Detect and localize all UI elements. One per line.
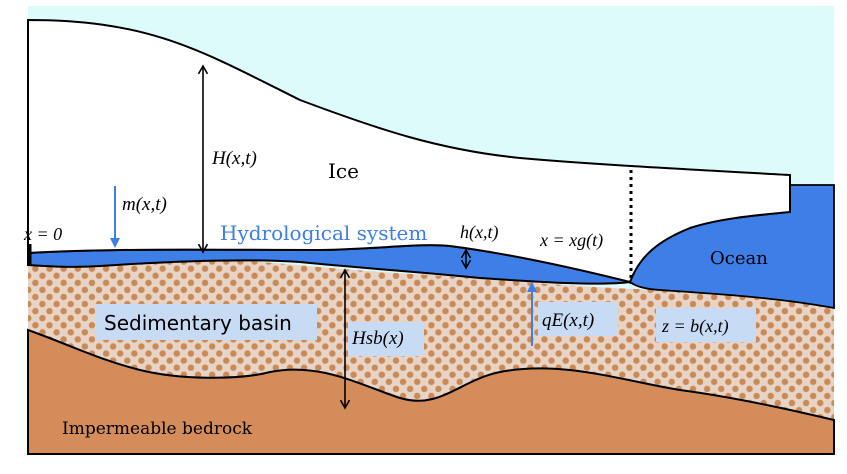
exchange-label-box [538, 302, 618, 336]
bed-label: z = b(x,t) [661, 316, 729, 337]
ocean-label: Ocean [710, 248, 768, 269]
basin-thickness-label: Hsb(x) [351, 328, 404, 349]
origin-label: x = 0 [23, 224, 62, 244]
grounding-line-label: x = xg(t) [539, 230, 603, 251]
water-depth-label: h(x,t) [460, 222, 498, 243]
melt-label: m(x,t) [122, 194, 167, 215]
sediment-label: Sedimentary basin [104, 311, 292, 335]
ice-sheet [27, 18, 791, 284]
sediment-label-box [95, 304, 317, 340]
bedrock-label: Impermeable bedrock [62, 419, 253, 439]
ice-label: Ice [328, 159, 359, 183]
hydrological-label: Hydrological system [220, 221, 427, 245]
bedrock-region [27, 328, 835, 455]
bed-label-box [656, 308, 756, 342]
exchange-label: qE(x,t) [542, 310, 594, 331]
thickness-label: H(x,t) [211, 148, 257, 169]
basin-thickness-label-box [348, 322, 424, 356]
